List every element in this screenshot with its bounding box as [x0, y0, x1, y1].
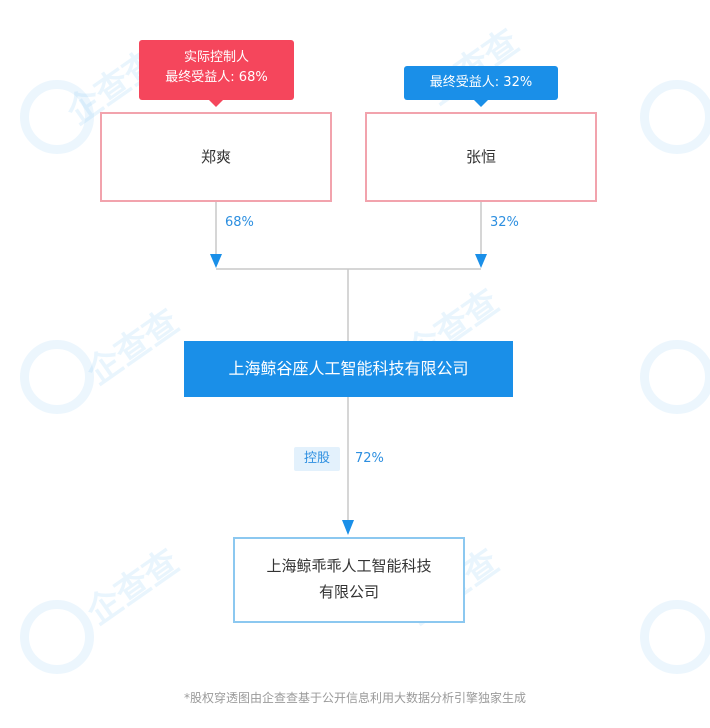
holding-badge: 控股 — [294, 447, 340, 471]
main-company-node[interactable]: 上海鲸谷座人工智能科技有限公司 — [184, 341, 513, 397]
subsidiary-name-line2: 有限公司 — [318, 583, 379, 601]
subsidiary-company-node[interactable]: 上海鲸乖乖人工智能科技 有限公司 — [233, 537, 465, 623]
subsidiary-name-line1: 上海鲸乖乖人工智能科技 — [266, 557, 432, 575]
ultimate-beneficiary-tag: 最终受益人: 32% — [404, 66, 558, 107]
share-percent-zhangheng: 32% — [490, 215, 519, 230]
shareholder-node-zhengshuang[interactable]: 郑爽 — [100, 112, 332, 202]
share-percent-zhengshuang: 68% — [225, 215, 254, 230]
actual-controller-label: 实际控制人 — [183, 50, 249, 65]
shareholder-node-zhangheng[interactable]: 张恒 — [365, 112, 597, 202]
holding-percent: 72% — [355, 451, 384, 466]
footer-note: *股权穿透图由企查查基于公开信息利用大数据分析引擎独家生成 — [183, 691, 526, 705]
controller-beneficiary-label: 最终受益人: 68% — [165, 70, 268, 85]
actual-controller-tag: 实际控制人 最终受益人: 68% — [139, 40, 294, 107]
